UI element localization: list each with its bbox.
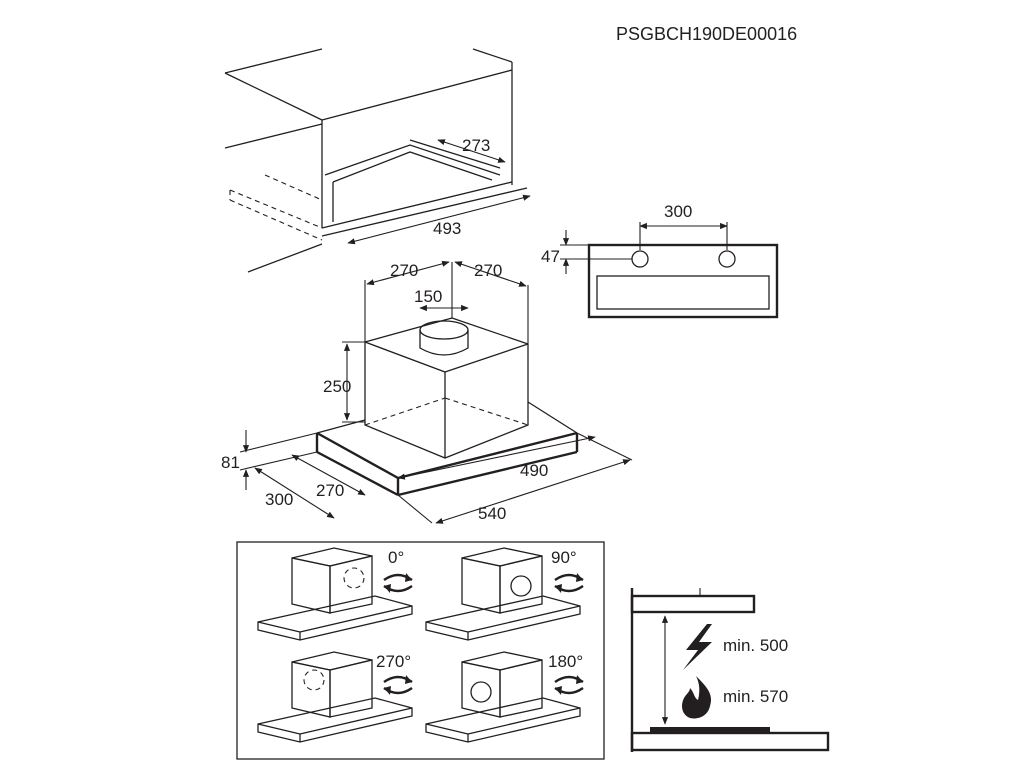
rotate-arrows-icon (383, 573, 413, 593)
hood-drawing (239, 260, 633, 524)
rotation-label-180: 180° (548, 652, 583, 671)
mounting-template (560, 222, 779, 319)
gas-clearance-label: min. 570 (723, 687, 788, 706)
total-width-label: 540 (478, 504, 506, 523)
rotation-option-270 (257, 651, 413, 743)
right-offset-label: 270 (474, 261, 502, 280)
clearance-diagram (630, 588, 830, 752)
hole-spacing-label: 300 (664, 202, 692, 221)
panel-height-label: 81 (221, 453, 240, 472)
rotation-options-frame (236, 541, 605, 760)
cabinet-depth-label: 273 (462, 136, 490, 155)
rotation-option-180 (425, 651, 581, 743)
depth-total-label: 300 (265, 490, 293, 509)
hole-height-label: 47 (541, 247, 560, 266)
inner-width-label: 490 (520, 461, 548, 480)
rotation-option-90 (425, 547, 581, 641)
rotation-label-90: 90° (551, 548, 577, 567)
flame-icon (682, 676, 712, 719)
electric-clearance-label: min. 500 (723, 636, 788, 655)
depth-inner-label: 270 (316, 481, 344, 500)
duct-diameter-label: 150 (414, 287, 442, 306)
box-height-label: 250 (323, 377, 351, 396)
rotate-arrows-icon (383, 675, 413, 695)
rotation-label-270: 270° (376, 652, 411, 671)
cabinet-drawing (224, 48, 531, 273)
rotation-label-0: 0° (388, 548, 404, 567)
rotation-option-0 (257, 547, 413, 641)
lightning-icon (683, 624, 712, 670)
cabinet-width-label: 493 (433, 219, 461, 238)
rotate-arrows-icon (554, 675, 584, 695)
rotate-arrows-icon (554, 573, 584, 593)
document-code: PSGBCH190DE00016 (616, 24, 797, 44)
left-offset-label: 270 (390, 261, 418, 280)
